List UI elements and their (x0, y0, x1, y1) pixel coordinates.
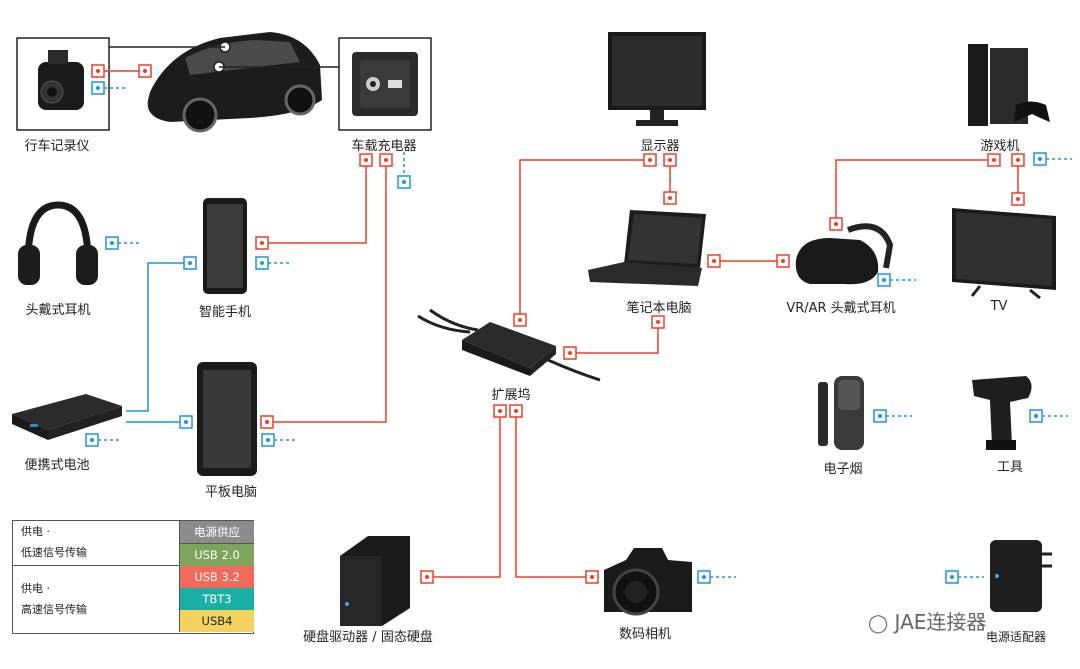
headphones-image (18, 201, 98, 285)
tablet-image (197, 362, 257, 476)
low-speed-lines (126, 262, 190, 423)
legend-cell-power: 电源供应 (179, 521, 254, 543)
label-laptop: 笔记本电脑 (626, 301, 692, 316)
label-vr-headset: VR/AR 头戴式耳机 (786, 301, 896, 316)
legend-row1-line2: 低速信号传输 (21, 546, 87, 559)
monitor-image (608, 32, 706, 126)
watermark: ◯ JAE连接器 (868, 606, 986, 635)
label-tool: 工具 (996, 460, 1024, 475)
vr-headset-image (795, 223, 894, 285)
legend-cell-usb32: USB 3.2 (179, 566, 254, 588)
dock-image (417, 308, 601, 382)
legend-cell-tbt3: TBT3 (179, 588, 254, 610)
e-cigarette-image (818, 376, 864, 450)
label-monitor: 显示器 (640, 139, 680, 154)
label-camera: 数码相机 (618, 627, 672, 642)
blue-connectors (85, 81, 1047, 584)
dashcam-image (38, 50, 84, 110)
label-dock: 扩展坞 (491, 388, 531, 403)
high-speed-lines (98, 70, 1019, 578)
legend-row2-line1: 供电 · (21, 582, 50, 595)
label-dashcam: 行车记录仪 (24, 139, 90, 154)
legend-cell-usb20: USB 2.0 (179, 543, 254, 566)
dashcam-frame (16, 37, 110, 131)
legend-row1-line1: 供电 · (21, 525, 50, 538)
wechat-icon: ◯ (868, 613, 889, 634)
label-e-cigarette: 电子烟 (823, 462, 863, 477)
game-console-image (968, 44, 1050, 126)
label-smartphone: 智能手机 (198, 305, 252, 320)
hdd-image (340, 536, 410, 626)
label-headphones: 头戴式耳机 (25, 303, 91, 318)
smartphone-image (203, 198, 247, 294)
label-hdd: 硬盘驱动器 / 固态硬盘 (303, 630, 433, 645)
camera-image (604, 548, 692, 616)
tv-image (952, 208, 1056, 300)
low-speed-stubs (98, 87, 1072, 578)
car-charger-image (352, 52, 418, 116)
power-bank-image (12, 394, 122, 440)
legend-row2-line2: 高速信号传输 (21, 603, 87, 616)
power-adapter-image (990, 540, 1052, 612)
label-car-charger: 车载充电器 (351, 139, 417, 154)
red-connectors (91, 64, 1025, 584)
label-tablet: 平板电脑 (204, 485, 258, 500)
watermark-text: JAE连接器 (894, 610, 987, 634)
blue-connector-dots (90, 86, 1042, 579)
laptop-image (588, 210, 706, 286)
tool-image (972, 376, 1032, 450)
car-charger-frame (338, 37, 432, 131)
red-connector-dots (96, 69, 1020, 579)
car-image (147, 32, 322, 133)
label-power-adapter: 电源适配器 (985, 630, 1047, 644)
legend-cell-usb4: USB4 (179, 610, 254, 632)
legend: 供电 · 低速信号传输 供电 · 高速信号传输 电源供应 USB 2.0 USB… (12, 520, 254, 634)
label-tv: TV (990, 299, 1008, 314)
label-power-bank: 便携式电池 (24, 458, 90, 473)
label-game-console: 游戏机 (980, 139, 1020, 154)
